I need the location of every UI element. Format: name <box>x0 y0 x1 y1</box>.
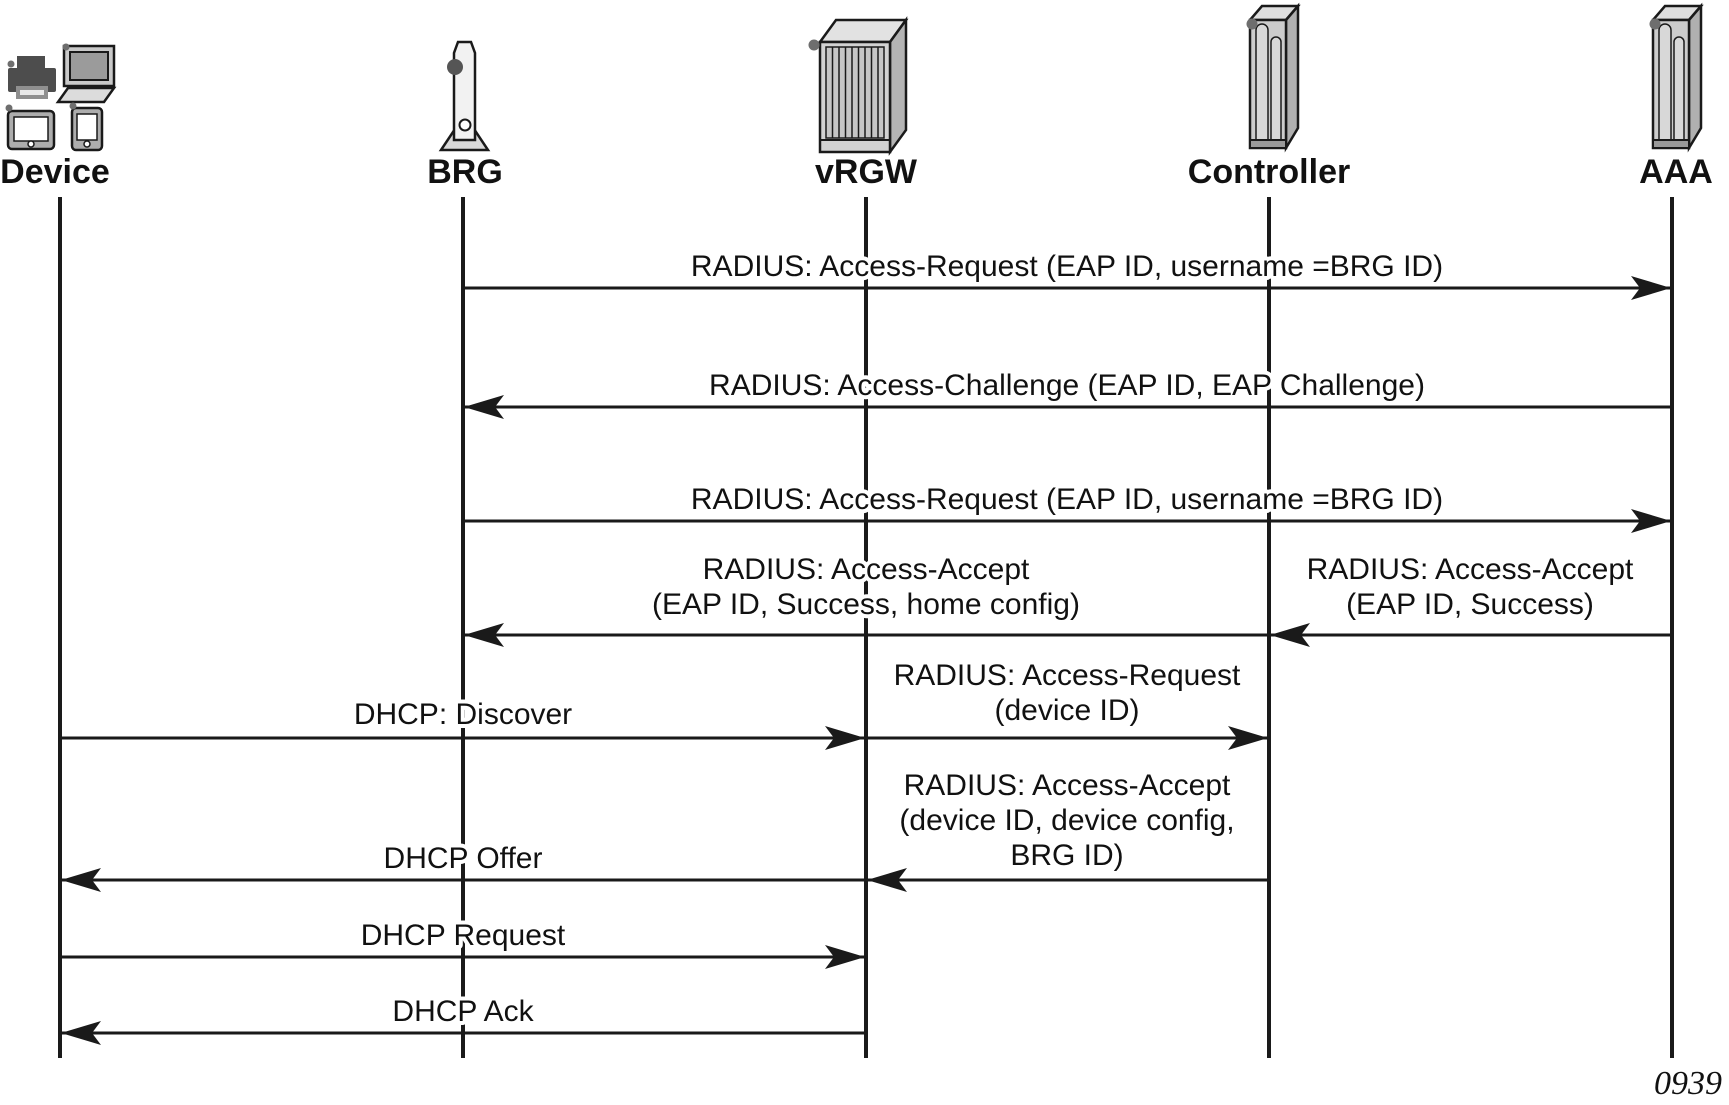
gateway-icon <box>438 40 491 152</box>
pin-dot-icon <box>7 60 15 68</box>
message-label: (device ID, device config, <box>899 804 1234 837</box>
message-controller-vrgw-access-accept: RADIUS: Access-Accept (device ID, device… <box>867 765 1269 892</box>
message-label: DHCP: Discover <box>354 698 572 731</box>
actor-label-device: Device <box>0 153 110 191</box>
message-vrgw-controller-access-request: RADIUS: Access-Request (device ID) <box>866 655 1268 750</box>
chassis-slats <box>831 47 879 138</box>
message-vrgw-device-dhcp-offer: DHCP Offer <box>61 838 866 892</box>
message-brg-aaa-access-request-2: RADIUS: Access-Request (EAP ID, username… <box>463 479 1671 533</box>
phone-icon <box>69 102 104 152</box>
message-label: RADIUS: Access-Accept <box>904 769 1231 802</box>
actor-label-aaa: AAA <box>1639 153 1713 191</box>
pin-dot-icon <box>808 39 820 51</box>
pin-dot-icon <box>447 59 463 75</box>
message-label: DHCP Offer <box>384 842 543 875</box>
message-device-vrgw-dhcp-request: DHCP Request <box>60 915 865 969</box>
actor-label-vrgw: vRGW <box>815 153 918 191</box>
message-label: RADIUS: Access-Request (EAP ID, username… <box>691 250 1443 283</box>
message-aaa-controller-access-accept: RADIUS: Access-Accept (EAP ID, Success) <box>1270 549 1672 647</box>
pin-dot-icon <box>62 43 70 51</box>
pin-dot-icon <box>5 104 13 112</box>
message-device-vrgw-dhcp-discover: DHCP: Discover <box>60 694 865 750</box>
actor-label-brg: BRG <box>427 153 503 191</box>
server-tower-icon-controller <box>1246 4 1300 150</box>
message-label: RADIUS: Access-Accept <box>703 553 1030 586</box>
message-vrgw-device-dhcp-ack: DHCP Ack <box>61 991 866 1045</box>
message-label: RADIUS: Access-Request (EAP ID, username… <box>691 483 1443 516</box>
figure-number: 0939 <box>1654 1065 1722 1102</box>
message-label: RADIUS: Access-Accept <box>1307 553 1634 586</box>
message-brg-aaa-access-request-1: RADIUS: Access-Request (EAP ID, username… <box>463 246 1671 300</box>
printer-icon <box>7 56 56 99</box>
tablet-icon <box>5 104 56 151</box>
pin-dot-icon <box>69 102 77 110</box>
actor-label-controller: Controller <box>1188 153 1350 191</box>
message-label: (device ID) <box>994 694 1139 727</box>
message-controller-brg-access-accept: RADIUS: Access-Accept (EAP ID, Success, … <box>464 549 1269 647</box>
chassis-icon <box>808 16 909 156</box>
message-label: DHCP Request <box>361 919 566 952</box>
server-tower-icon-aaa <box>1649 4 1703 150</box>
message-label: RADIUS: Access-Challenge (EAP ID, EAP Ch… <box>709 369 1425 402</box>
message-aaa-brg-access-challenge: RADIUS: Access-Challenge (EAP ID, EAP Ch… <box>464 365 1672 419</box>
message-label: BRG ID) <box>1010 839 1123 872</box>
message-label: (EAP ID, Success, home config) <box>652 588 1080 621</box>
pin-dot-icon <box>1649 18 1661 30</box>
message-label: RADIUS: Access-Request <box>894 659 1241 692</box>
device-cluster-icon <box>5 43 117 152</box>
message-label: (EAP ID, Success) <box>1346 588 1594 621</box>
pin-dot-icon <box>1246 18 1258 30</box>
message-label: DHCP Ack <box>392 995 534 1028</box>
computer-icon <box>55 43 117 104</box>
